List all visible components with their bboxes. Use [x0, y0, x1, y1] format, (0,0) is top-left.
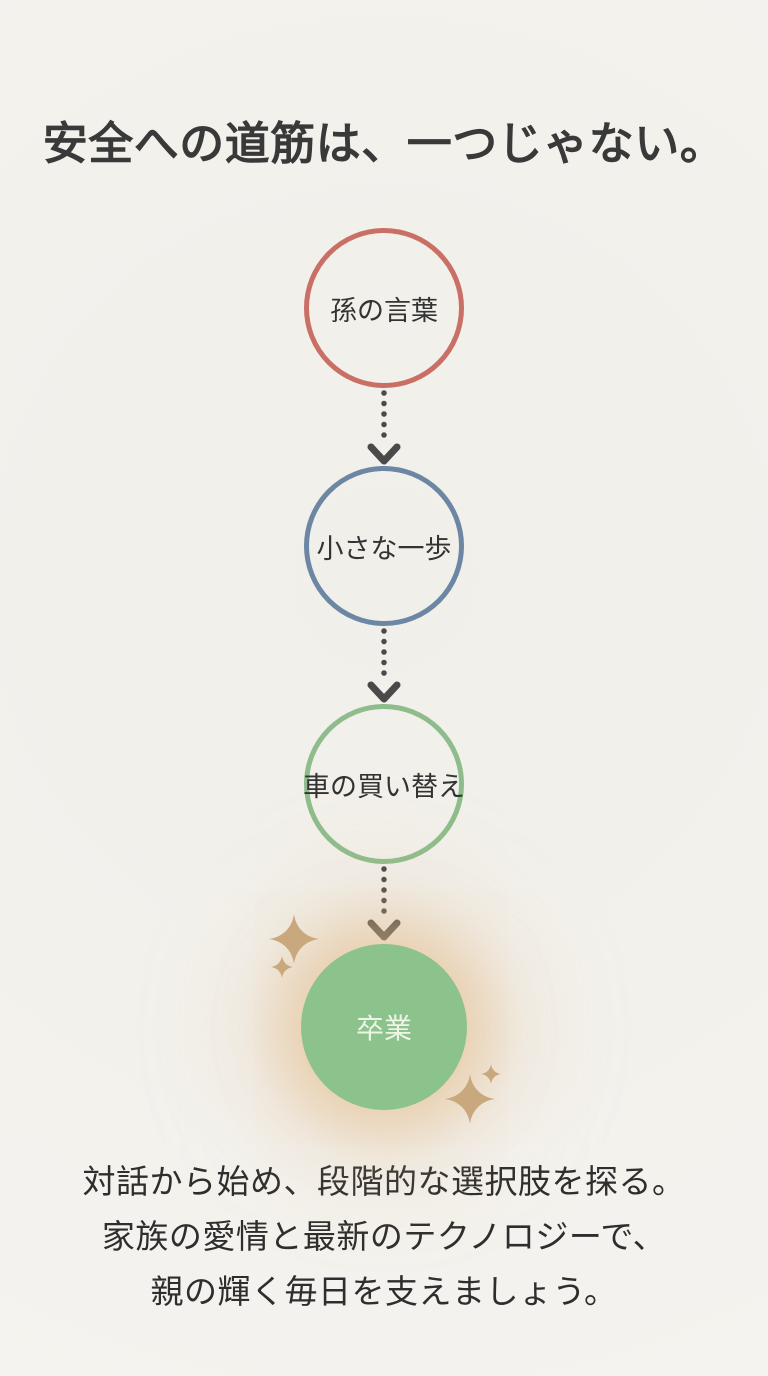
flow-step-grandchild-words: 孫の言葉 — [304, 228, 464, 389]
flow-step-graduation: 卒業 — [301, 944, 467, 1111]
flow-step-label: 卒業 — [355, 1013, 412, 1045]
dotted-arrow-down-icon — [367, 866, 401, 941]
sparkle-icon — [269, 914, 319, 965]
final-step-wrap: 卒業 — [269, 914, 501, 1125]
flow-step-label: 車の買い替え — [303, 771, 465, 802]
flow-step-car-replacement: 車の買い替え — [303, 704, 465, 865]
dotted-arrow-down-icon — [367, 390, 401, 465]
closing-message-line: 対話から始め、段階的な選択肢を探る。 — [82, 1163, 686, 1201]
sparkle-icon — [481, 1064, 501, 1085]
closing-message-line: 家族の愛情と最新のテクノロジーで、 — [101, 1218, 667, 1256]
flow-step-small-step: 小さな一歩 — [304, 466, 464, 627]
closing-message-line: 親の輝く毎日を支えましょう。 — [150, 1273, 618, 1311]
dotted-arrow-down-icon — [367, 628, 401, 703]
flow-step-label: 小さな一歩 — [316, 533, 452, 564]
sparkle-icon — [271, 956, 293, 979]
page-title: 安全への道筋は、一つじゃない。 — [42, 118, 726, 169]
closing-message: 対話から始め、段階的な選択肢を探る。 家族の愛情と最新のテクノロジーで、 親の輝… — [0, 1154, 768, 1319]
flowchart: 孫の言葉 小さな一歩 車の買い替え 卒 — [0, 228, 768, 1125]
sparkle-icon — [445, 1074, 495, 1125]
flow-step-label: 孫の言葉 — [330, 295, 438, 326]
